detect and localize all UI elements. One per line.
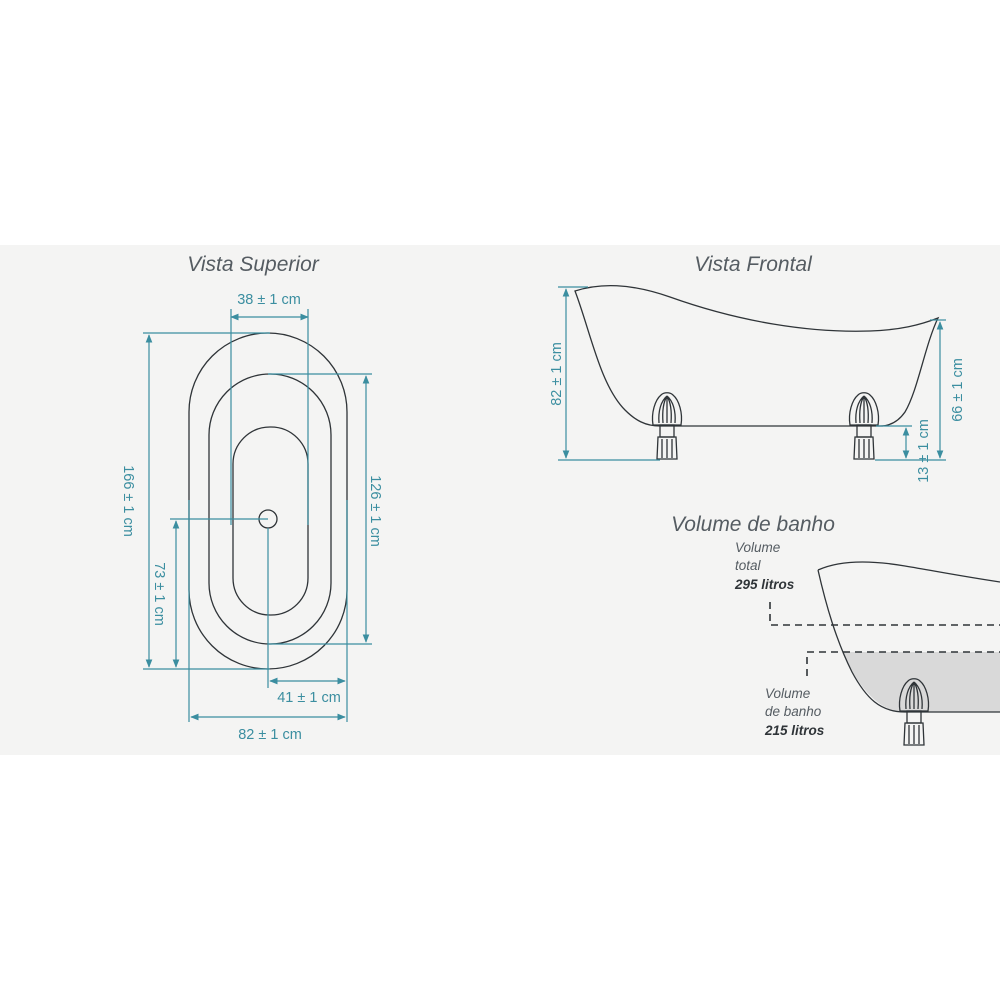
bath-volume-label-2: de banho <box>765 704 822 719</box>
total-volume-label-2: total <box>735 558 762 573</box>
dim-38-label: 38 ± 1 cm <box>237 292 301 308</box>
dim-73-label: 73 ± 1 cm <box>151 562 167 626</box>
claw-foot-left-icon <box>651 392 683 460</box>
dim-82w-label: 82 ± 1 cm <box>238 727 302 743</box>
total-volume-label-1: Volume <box>735 540 780 555</box>
dim-166-label: 166 ± 1 cm <box>120 465 136 537</box>
total-volume-value: 295 litros <box>734 577 795 592</box>
claw-foot-icon <box>898 678 930 746</box>
tub-body-side <box>574 284 940 427</box>
front-view: Vista Frontal 82 ± 1 cm 66 ± 1 cm <box>549 253 966 483</box>
dim-66-label: 66 ± 1 cm <box>950 358 966 422</box>
bath-volume-label-1: Volume <box>765 686 810 701</box>
drawing-panel <box>0 245 1000 755</box>
dim-126-label: 126 ± 1 cm <box>367 475 383 547</box>
top-view-title: Vista Superior <box>187 253 320 276</box>
volume-section: Volume de banho Volume total 295 litros … <box>671 513 1000 746</box>
bath-volume-value: 215 litros <box>764 723 825 738</box>
tub-end-outline <box>817 561 1000 713</box>
dim-13-label: 13 ± 1 cm <box>916 419 932 483</box>
dim-82h-label: 82 ± 1 cm <box>549 342 565 406</box>
front-view-title: Vista Frontal <box>694 253 813 276</box>
dim-41-label: 41 ± 1 cm <box>277 690 341 706</box>
bath-volume-level-line <box>806 651 1000 676</box>
claw-foot-right-icon <box>848 392 880 460</box>
volume-title: Volume de banho <box>671 513 835 536</box>
top-view: Vista Superior 38 ± 1 cm 166 ± 1 cm 126 … <box>120 253 383 743</box>
